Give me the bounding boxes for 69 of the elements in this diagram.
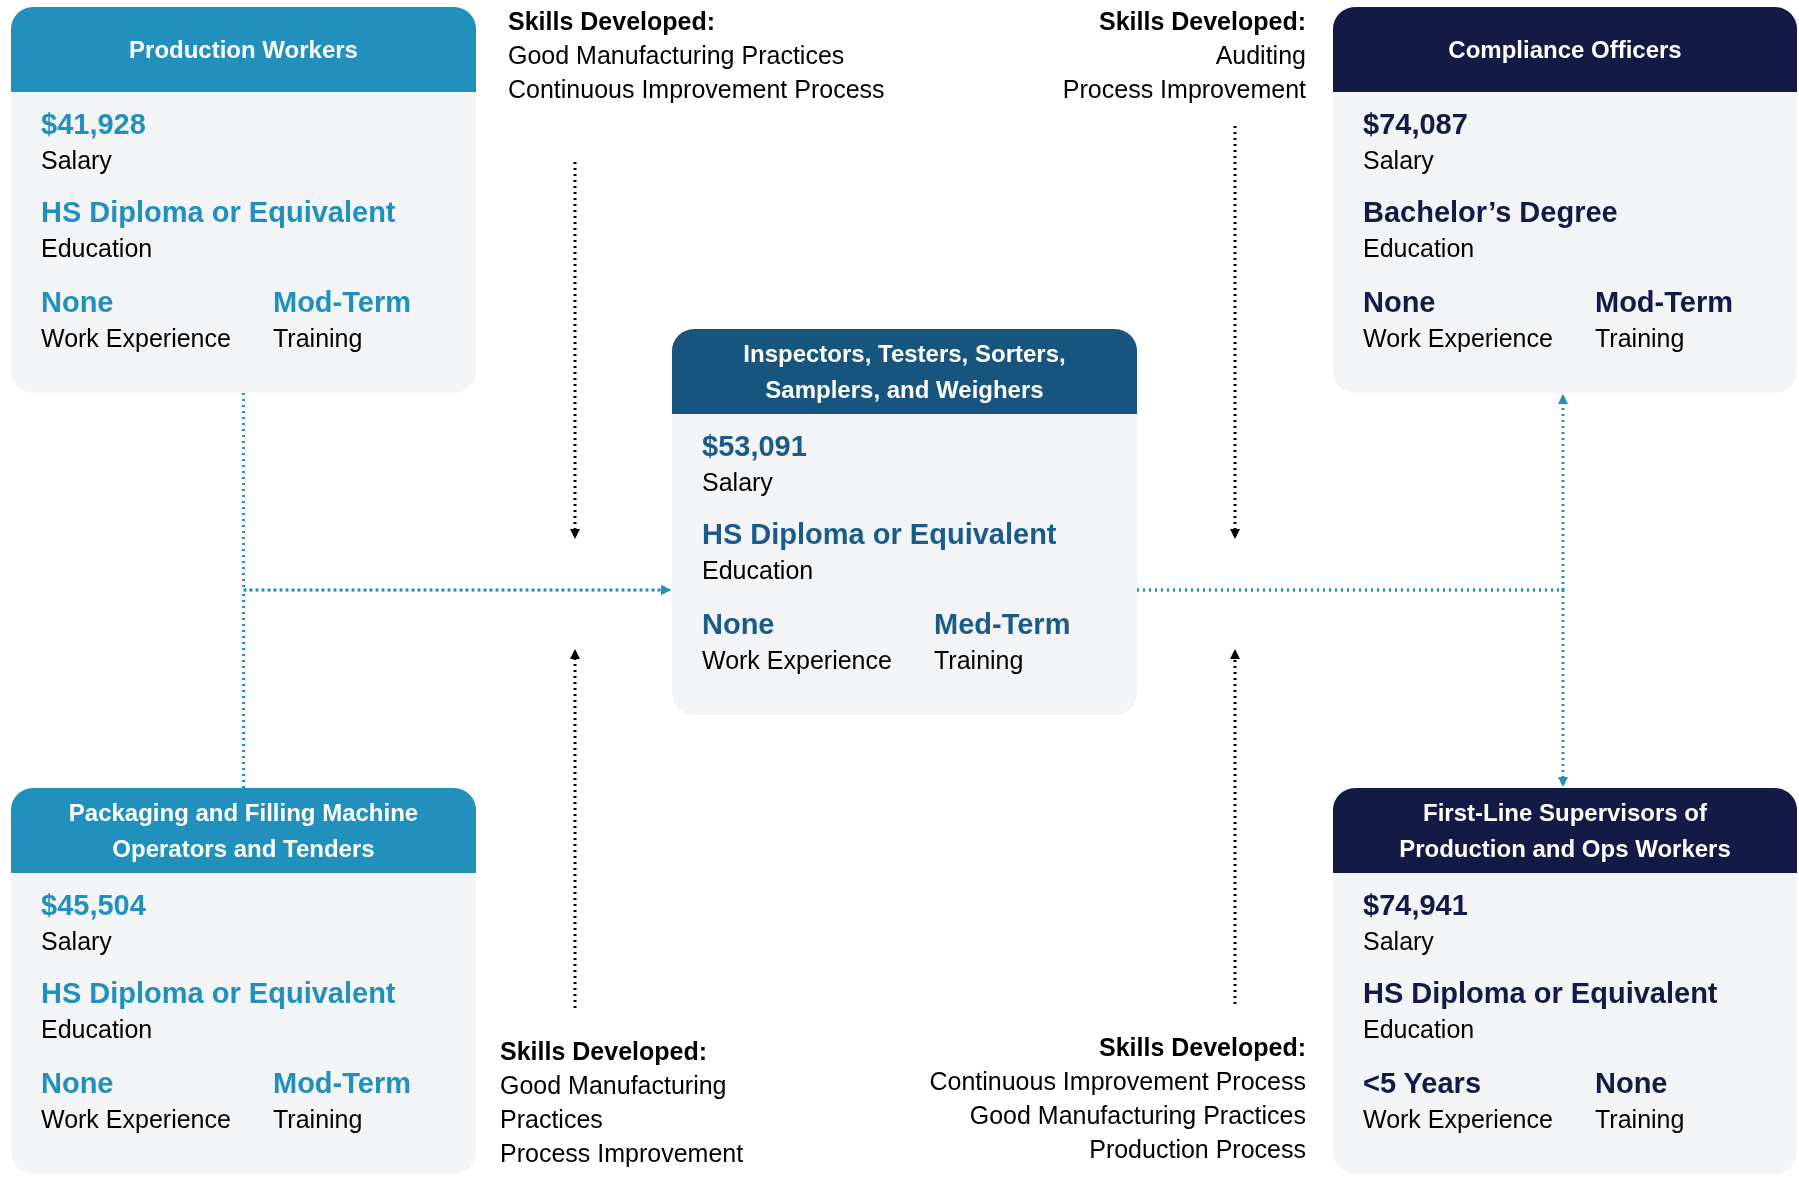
- field-label: Salary: [41, 926, 113, 957]
- job-title: Production Workers: [129, 34, 358, 65]
- skills-heading: Skills Developed:: [1097, 6, 1306, 37]
- field-label: Training: [1595, 323, 1686, 354]
- job-card: [11, 7, 476, 393]
- salary-value: $53,091: [702, 429, 808, 464]
- field-label: Salary: [1363, 145, 1435, 176]
- field-label: Salary: [1363, 926, 1435, 957]
- training-value: None: [1595, 1066, 1669, 1101]
- skill-item: Process Improvement: [1061, 74, 1306, 105]
- training-value: Mod-Term: [273, 285, 411, 320]
- field-label: Education: [41, 233, 154, 264]
- skills-heading: Skills Developed:: [500, 1036, 709, 1067]
- field-label: Work Experience: [41, 323, 232, 354]
- skill-item: Continuous Improvement Process: [508, 74, 886, 105]
- skills-heading: Skills Developed:: [1097, 1032, 1306, 1063]
- experience-value: None: [41, 285, 115, 320]
- job-card: [11, 788, 476, 1174]
- skill-item: Good Manufacturing Practices: [500, 1070, 728, 1135]
- field-label: Work Experience: [41, 1104, 232, 1135]
- skill-item: Production Process: [1088, 1134, 1306, 1165]
- training-value: Mod-Term: [1595, 285, 1733, 320]
- field-label: Education: [702, 555, 815, 586]
- dotted-arrow: [1230, 649, 1240, 1004]
- field-label: Training: [273, 323, 364, 354]
- education-value: HS Diploma or Equivalent: [41, 195, 397, 230]
- field-label: Training: [1595, 1104, 1685, 1135]
- experience-value: None: [41, 1066, 115, 1101]
- dotted-arrow: [1230, 126, 1240, 539]
- skill-item: Continuous Improvement Process: [928, 1066, 1306, 1097]
- education-value: HS Diploma or Equivalent: [41, 976, 397, 1011]
- field-label: Work Experience: [1363, 323, 1554, 354]
- field-label: Education: [41, 1014, 154, 1045]
- experience-value: None: [702, 607, 776, 642]
- salary-value: $41,928: [41, 107, 147, 142]
- salary-value: $74,941: [1363, 888, 1469, 923]
- job-title: Inspectors, Testers, Sorters, Samplers, and Weighers: [742, 338, 1067, 405]
- education-value: HS Diploma or Equivalent: [1363, 976, 1719, 1011]
- skill-item: Good Manufacturing Practices: [968, 1100, 1306, 1131]
- skill-item: Good Manufacturing Practices: [508, 40, 846, 71]
- field-label: Education: [1363, 1014, 1476, 1045]
- field-label: Training: [273, 1104, 364, 1135]
- experience-value: None: [1363, 285, 1437, 320]
- salary-value: $45,504: [41, 888, 147, 923]
- job-title: First-Line Supervisors of Production and Ops Workers: [1398, 797, 1732, 864]
- field-label: Training: [934, 645, 1025, 676]
- education-value: HS Diploma or Equivalent: [702, 517, 1058, 552]
- job-card: [1333, 7, 1797, 393]
- job-title: Compliance Officers: [1448, 34, 1682, 65]
- dotted-arrow: [1137, 588, 1568, 787]
- skill-item: Auditing: [1214, 40, 1306, 71]
- training-value: Med-Term: [934, 607, 1071, 642]
- salary-value: $74,087: [1363, 107, 1469, 142]
- dotted-arrow: [570, 649, 580, 1008]
- job-card: [1333, 788, 1797, 1174]
- skills-heading: Skills Developed:: [508, 6, 717, 37]
- skill-item: Process Improvement: [500, 1138, 745, 1169]
- field-label: Work Experience: [702, 645, 893, 676]
- education-value: Bachelor’s Degree: [1363, 195, 1619, 230]
- job-title: Packaging and Filling Machine Operators and Tenders: [67, 797, 420, 864]
- field-label: Education: [1363, 233, 1476, 264]
- dotted-arrow: [242, 585, 671, 788]
- field-label: Salary: [41, 145, 113, 176]
- training-value: Mod-Term: [273, 1066, 411, 1101]
- field-label: Work Experience: [1363, 1104, 1554, 1135]
- dotted-arrow: [570, 162, 580, 539]
- field-label: Salary: [702, 467, 774, 498]
- experience-value: <5 Years: [1363, 1066, 1482, 1101]
- job-card: [672, 329, 1137, 715]
